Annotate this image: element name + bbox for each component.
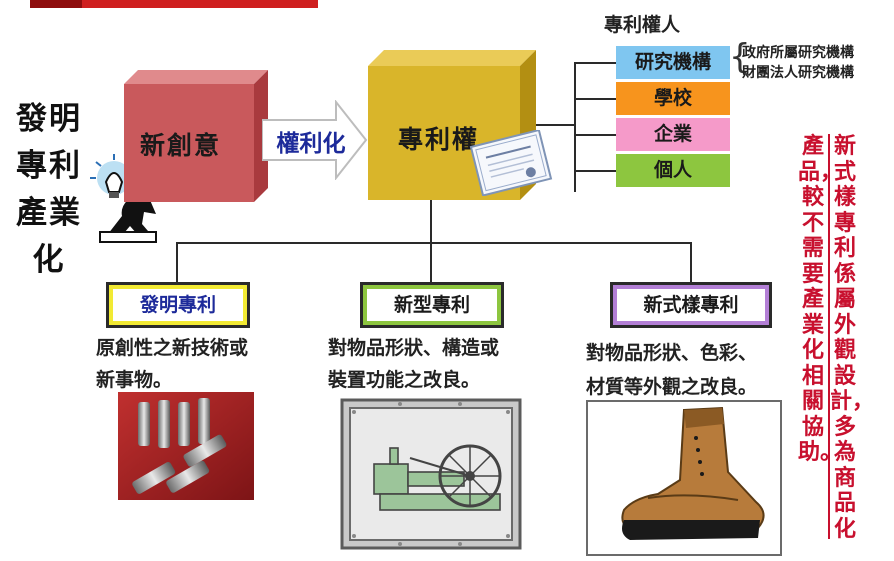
desc-line: 材質等外觀之改良。 (586, 376, 758, 398)
sub-owner-foundation: 財團法人研究機構 (742, 65, 854, 81)
connector (574, 170, 616, 172)
sub-owner-government: 政府所屬研究機構 (742, 45, 854, 61)
side-title-line: 化 (32, 242, 66, 278)
owner-individual: 個人 (616, 154, 730, 187)
owner-enterprise: 企業 (616, 118, 730, 151)
invention-patent-label: 發明專利 (106, 282, 250, 328)
new-idea-label: 新創意 (140, 131, 222, 160)
brace-icon: { (729, 37, 751, 77)
owner-school: 學校 (616, 82, 730, 115)
desc-line: 對物品形狀、色彩、 (586, 342, 758, 364)
side-title-line: 產業 (16, 195, 82, 231)
vertical-note-col1: 新式樣專利係屬外觀設計，多為商品化 (830, 133, 875, 542)
side-title-line: 發明 (16, 101, 82, 137)
connector (430, 242, 432, 282)
steam-engine-image (340, 398, 522, 550)
arrow-label: 權利化 (276, 130, 346, 157)
connector (176, 242, 178, 282)
new-idea-block: 新創意 (124, 70, 268, 202)
desc-line: 原創性之新技術或 (96, 337, 249, 359)
connector (536, 124, 574, 126)
owners-title: 專利權人 (604, 14, 681, 36)
design-patent-desc: 對物品形狀、色彩、 材質等外觀之改良。 (586, 336, 757, 404)
connector (430, 200, 432, 242)
connector (176, 242, 690, 244)
patent-right-label: 專利權 (398, 125, 480, 154)
side-title-line: 專利 (16, 148, 82, 184)
desc-line: 對物品形狀、構造或 (328, 337, 500, 359)
vertical-note-col2: 產品，較不需要產業化相關協助。 (798, 133, 843, 465)
desc-line: 裝置功能之改良。 (328, 369, 481, 391)
arrow-right-icon (262, 100, 368, 180)
utility-model-label: 新型專利 (360, 282, 504, 328)
connector (690, 242, 692, 282)
connector (574, 134, 616, 136)
certificate-icon (469, 130, 553, 196)
connector (574, 98, 616, 100)
design-patent-label: 新式樣專利 (610, 282, 772, 328)
header-accent-bar (30, 0, 318, 8)
connector (574, 62, 616, 64)
owner-research-institute: 研究機構 (616, 46, 730, 79)
boot-image-frame (586, 400, 782, 556)
invention-patent-desc: 原創性之新技術或 新事物。 (96, 332, 248, 396)
vertical-note-divider (828, 134, 830, 539)
boot-image (621, 406, 765, 540)
utility-model-desc: 對物品形狀、構造或 裝置功能之改良。 (328, 332, 499, 396)
desc-line: 新事物。 (96, 369, 173, 391)
side-title: 發明 專利 產業 化 (8, 96, 90, 284)
batteries-image (118, 392, 254, 500)
connector (574, 62, 576, 192)
